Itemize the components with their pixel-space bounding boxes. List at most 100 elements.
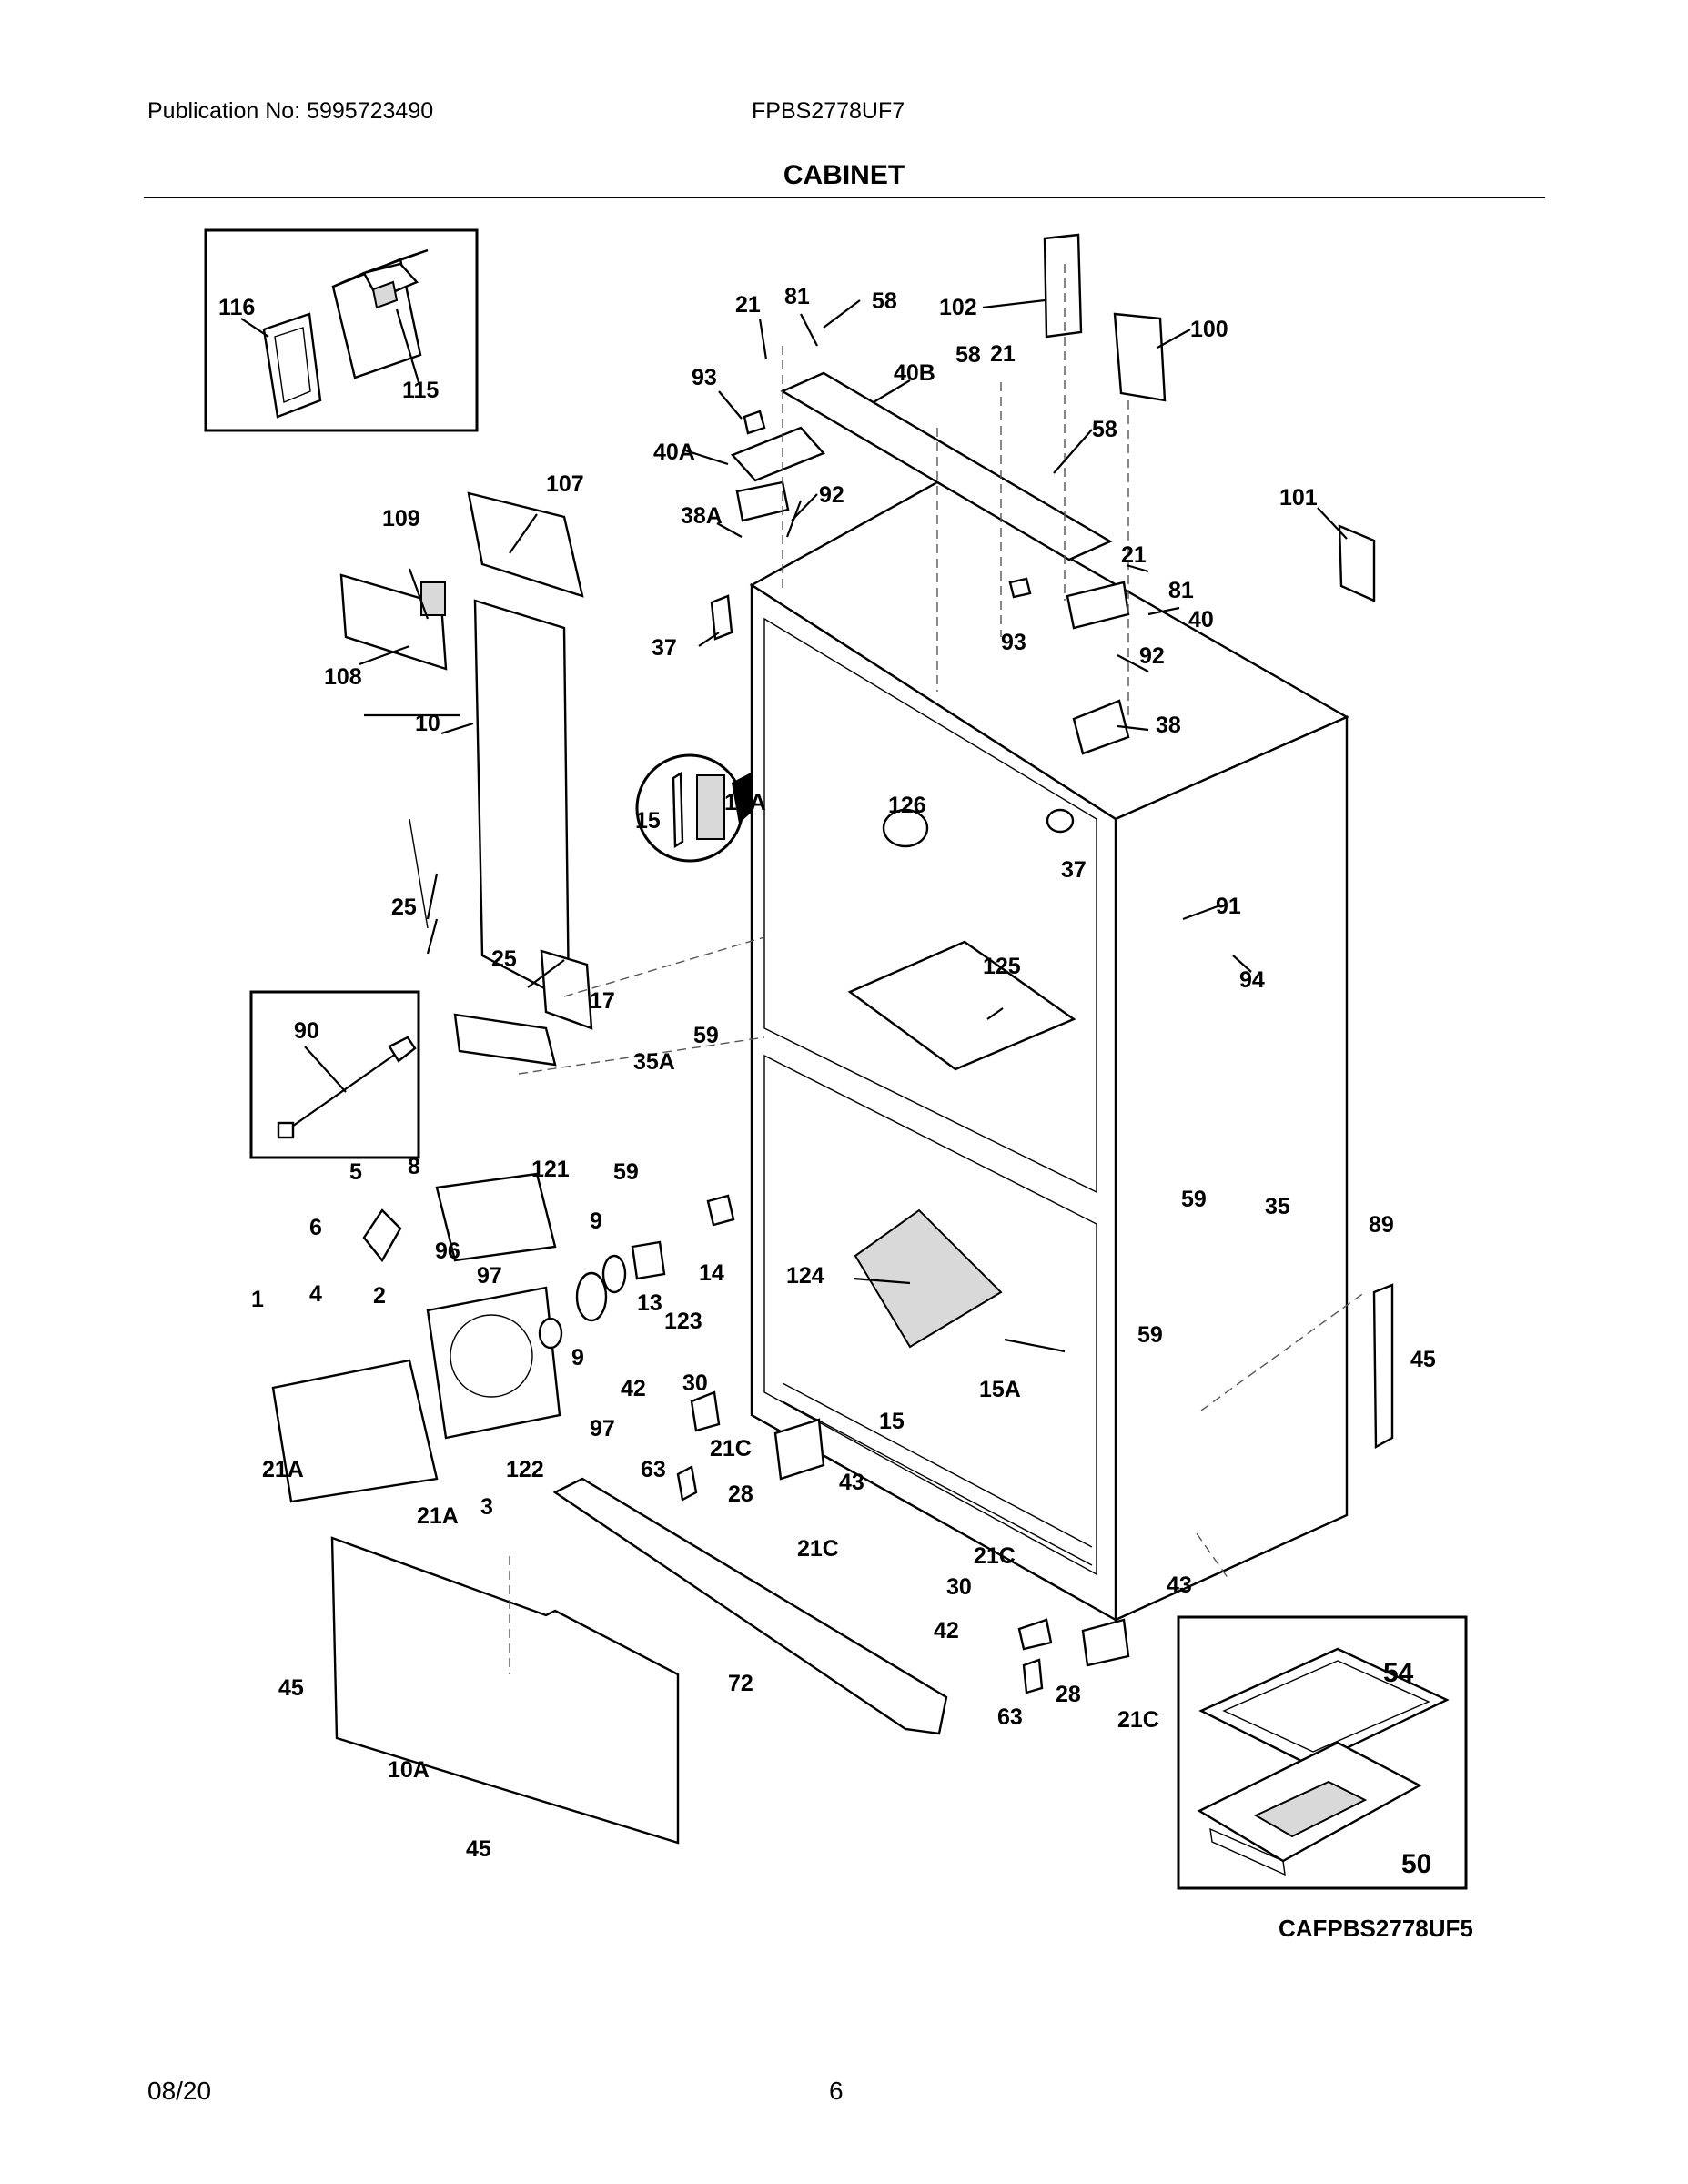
part-label: 35A (633, 1049, 675, 1075)
part-label: 25 (491, 946, 517, 972)
part-label: 43 (839, 1470, 864, 1495)
part-label: 59 (693, 1023, 719, 1048)
part-label: 21C (974, 1543, 1016, 1569)
part-label: 15 (635, 808, 661, 834)
part-label: 97 (590, 1416, 615, 1441)
part-label: 123 (664, 1309, 702, 1334)
part-label: 40B (894, 360, 935, 386)
part-label: 21C (1117, 1707, 1159, 1733)
part-label: 90 (294, 1018, 319, 1044)
part-label: 93 (1001, 630, 1026, 655)
title-rule (144, 197, 1545, 198)
part-label: 28 (728, 1481, 753, 1507)
part-label: 63 (997, 1704, 1023, 1730)
top-hinge-parts (710, 233, 1376, 848)
part-label: 63 (641, 1457, 666, 1482)
part-label: 101 (1279, 485, 1318, 511)
part-label: 42 (621, 1376, 646, 1401)
part-label: 30 (682, 1370, 708, 1396)
part-label: 38 (1156, 713, 1181, 738)
part-label: 38A (681, 503, 723, 529)
part-label: 6 (309, 1215, 322, 1240)
part-label: 108 (324, 664, 362, 690)
part-label: 21C (710, 1436, 752, 1461)
part-label: 54 (1383, 1658, 1414, 1688)
part-label: 21 (735, 292, 761, 318)
part-label: 58 (872, 288, 897, 314)
part-label: 14 (699, 1260, 724, 1286)
part-label: 92 (819, 482, 844, 508)
part-label: 15 (879, 1409, 905, 1434)
part-label: 45 (1410, 1347, 1436, 1372)
part-label: 124 (786, 1263, 824, 1289)
part-label: 58 (1092, 417, 1117, 442)
part-label: 25 (391, 895, 417, 920)
refrigerator-cabinet (749, 480, 1349, 1623)
part-label: 116 (218, 295, 255, 320)
alignment-lines (509, 264, 1366, 1674)
part-label: 107 (546, 471, 584, 497)
part-label: 125 (983, 954, 1021, 979)
part-label: 81 (1168, 578, 1194, 603)
part-label: 43 (1167, 1572, 1192, 1598)
part-label: 45 (278, 1675, 304, 1701)
part-label: 13 (637, 1290, 662, 1316)
part-label: 2 (373, 1283, 386, 1309)
part-label: 9 (590, 1208, 602, 1234)
lower-panels (330, 1283, 1394, 1845)
part-label: 17 (590, 988, 615, 1014)
part-label: 92 (1139, 643, 1165, 669)
part-label: 126 (888, 793, 926, 818)
evaporator-fan-assembly (271, 1172, 735, 1503)
air-duct-assembly (339, 491, 593, 1067)
part-label: 59 (613, 1159, 639, 1185)
part-label: 21A (262, 1457, 304, 1482)
part-labels: 116 115 21 81 58 102 100 93 40B 58 21 40… (218, 284, 1473, 1942)
part-label: 93 (692, 365, 717, 390)
part-label: 15A (724, 790, 766, 815)
page-number: 6 (829, 2077, 844, 2105)
part-label: 9 (571, 1345, 584, 1370)
part-label: 94 (1239, 967, 1265, 993)
part-label: 21C (797, 1536, 839, 1562)
part-label: 40A (653, 440, 695, 465)
part-label: 81 (784, 284, 810, 309)
part-label: 35 (1265, 1194, 1290, 1219)
part-label: 4 (309, 1281, 322, 1307)
diagram-code: CAFPBS2778UF5 (1279, 1915, 1473, 1942)
part-label: 30 (946, 1574, 972, 1600)
part-label: 5 (349, 1159, 362, 1185)
part-label: 37 (1061, 857, 1087, 883)
part-label: 91 (1216, 894, 1241, 919)
part-label: 96 (435, 1239, 460, 1264)
leader-lines (240, 298, 1348, 1353)
model-number: FPBS2778UF7 (752, 98, 905, 124)
part-label: 89 (1369, 1212, 1394, 1238)
part-label: 72 (728, 1671, 753, 1696)
part-label: 121 (531, 1157, 570, 1182)
part-label: 10 (415, 711, 440, 736)
part-label: 58 (955, 342, 981, 368)
part-label: 3 (480, 1494, 493, 1520)
inset-ice-container (204, 228, 479, 432)
part-label: 109 (382, 506, 420, 531)
part-label: 8 (408, 1154, 420, 1179)
part-label: 21 (990, 341, 1016, 367)
footer-date: 08/20 (147, 2077, 212, 2105)
part-label: 102 (939, 295, 977, 320)
publication-number: Publication No: 5995723490 (147, 98, 434, 124)
part-label: 28 (1056, 1682, 1081, 1707)
part-label: 21A (417, 1503, 459, 1529)
part-label: 45 (466, 1836, 491, 1862)
part-label: 97 (477, 1263, 502, 1289)
part-label: 1 (251, 1287, 264, 1312)
inset-sensor-probe (249, 990, 420, 1159)
inset-ice-maker (1177, 1615, 1468, 1890)
part-label: 59 (1181, 1187, 1207, 1212)
part-label: 59 (1137, 1322, 1163, 1348)
part-label: 50 (1401, 1849, 1431, 1879)
page-title: CABINET (783, 160, 905, 190)
part-label: 115 (402, 378, 439, 403)
part-label: 37 (652, 635, 677, 661)
